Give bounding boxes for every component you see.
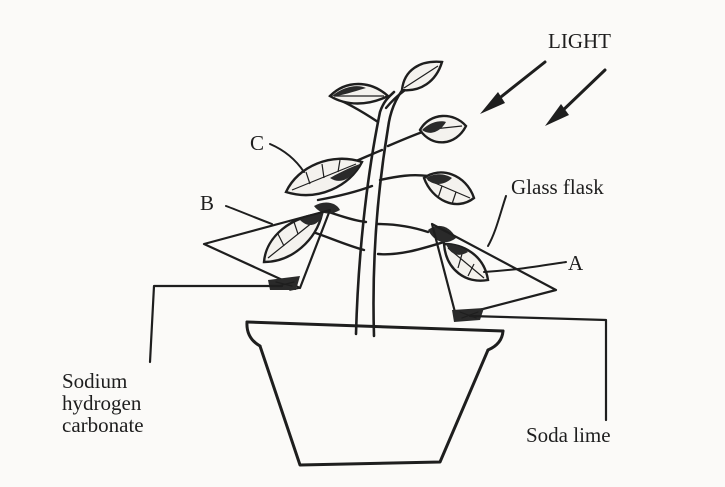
label-a: A: [568, 252, 583, 274]
light-arrow-right: [545, 70, 605, 126]
label-soda-lime: Soda lime: [526, 424, 611, 446]
label-c: C: [250, 132, 264, 154]
pointer-a: [484, 262, 566, 272]
label-b: B: [200, 192, 214, 214]
label-light: LIGHT: [548, 30, 611, 52]
leaf-right-middle: [424, 172, 474, 204]
pointer-b: [226, 206, 272, 224]
flower-pot: [247, 322, 503, 465]
label-sodium-hydrogen-carbonate: Sodium hydrogen carbonate: [62, 370, 144, 436]
pointer-c: [270, 144, 304, 172]
light-arrow-left: [480, 62, 545, 114]
leaf-top-right: [402, 62, 442, 91]
pointer-glass-flask: [488, 196, 506, 246]
label-sodium-line2: hydrogen: [62, 392, 144, 414]
label-sodium-line1: Sodium: [62, 370, 144, 392]
leaf-top-left: [330, 84, 388, 104]
leaf-upper-right: [420, 116, 466, 142]
label-glass-flask: Glass flask: [511, 176, 604, 198]
label-sodium-line3: carbonate: [62, 414, 144, 436]
